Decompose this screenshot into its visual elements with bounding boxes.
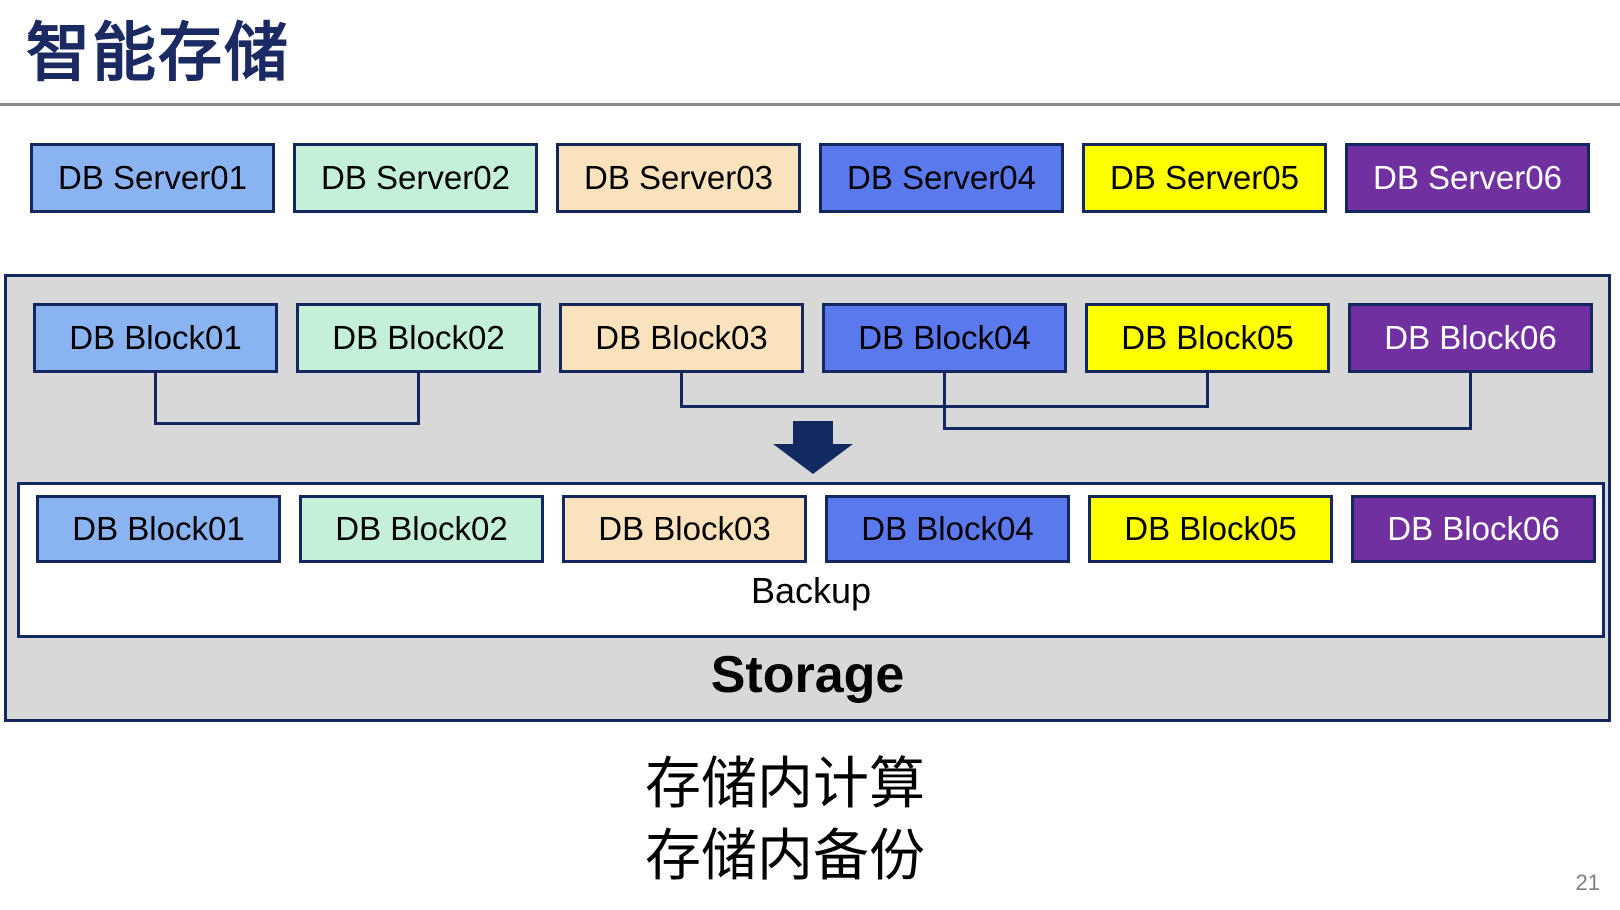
server-row: DB Server01 DB Server02 DB Server03 DB S…: [30, 143, 1590, 213]
connector-line: [154, 371, 157, 425]
db-server-box-4: DB Server04: [819, 143, 1064, 213]
connector-line: [1469, 371, 1472, 430]
db-block-row-bottom: DB Block01 DB Block02 DB Block03 DB Bloc…: [36, 495, 1596, 565]
connector-line: [1206, 371, 1209, 408]
db-block-bottom-1: DB Block01: [36, 495, 281, 563]
title-divider: [0, 103, 1620, 106]
backup-box: DB Block01 DB Block02 DB Block03 DB Bloc…: [17, 482, 1605, 638]
db-block-bottom-3: DB Block03: [562, 495, 807, 563]
down-arrow-icon: [793, 421, 833, 446]
db-block-top-5: DB Block05: [1085, 303, 1330, 373]
connector-line: [417, 371, 420, 425]
db-server-box-1: DB Server01: [30, 143, 275, 213]
page-title: 智能存储: [26, 17, 290, 89]
db-block-bottom-5: DB Block05: [1088, 495, 1333, 563]
connector-line: [943, 371, 946, 430]
db-server-box-2: DB Server02: [293, 143, 538, 213]
down-arrow-icon: [773, 444, 853, 474]
connector-line: [943, 427, 1472, 430]
db-block-bottom-6: DB Block06: [1351, 495, 1596, 563]
db-block-top-4: DB Block04: [822, 303, 1067, 373]
caption-line-2: 存储内备份: [645, 824, 925, 887]
db-server-box-3: DB Server03: [556, 143, 801, 213]
caption-line-1: 存储内计算: [645, 752, 925, 815]
db-block-top-3: DB Block03: [559, 303, 804, 373]
backup-label: Backup: [750, 570, 872, 611]
storage-panel: DB Block01 DB Block02 DB Block03 DB Bloc…: [4, 274, 1611, 722]
db-block-top-6: DB Block06: [1348, 303, 1593, 373]
db-block-bottom-2: DB Block02: [299, 495, 544, 563]
db-block-top-2: DB Block02: [296, 303, 541, 373]
connector-line: [154, 422, 420, 425]
db-block-row-top: DB Block01 DB Block02 DB Block03 DB Bloc…: [33, 303, 1593, 373]
db-block-top-1: DB Block01: [33, 303, 278, 373]
storage-label: Storage: [710, 646, 905, 704]
connector-line: [680, 371, 683, 408]
db-server-box-5: DB Server05: [1082, 143, 1327, 213]
db-block-bottom-4: DB Block04: [825, 495, 1070, 563]
db-server-box-6: DB Server06: [1345, 143, 1590, 213]
page-number: 21: [1575, 870, 1600, 895]
caption-text: 存储内计算 存储内备份: [645, 748, 925, 892]
